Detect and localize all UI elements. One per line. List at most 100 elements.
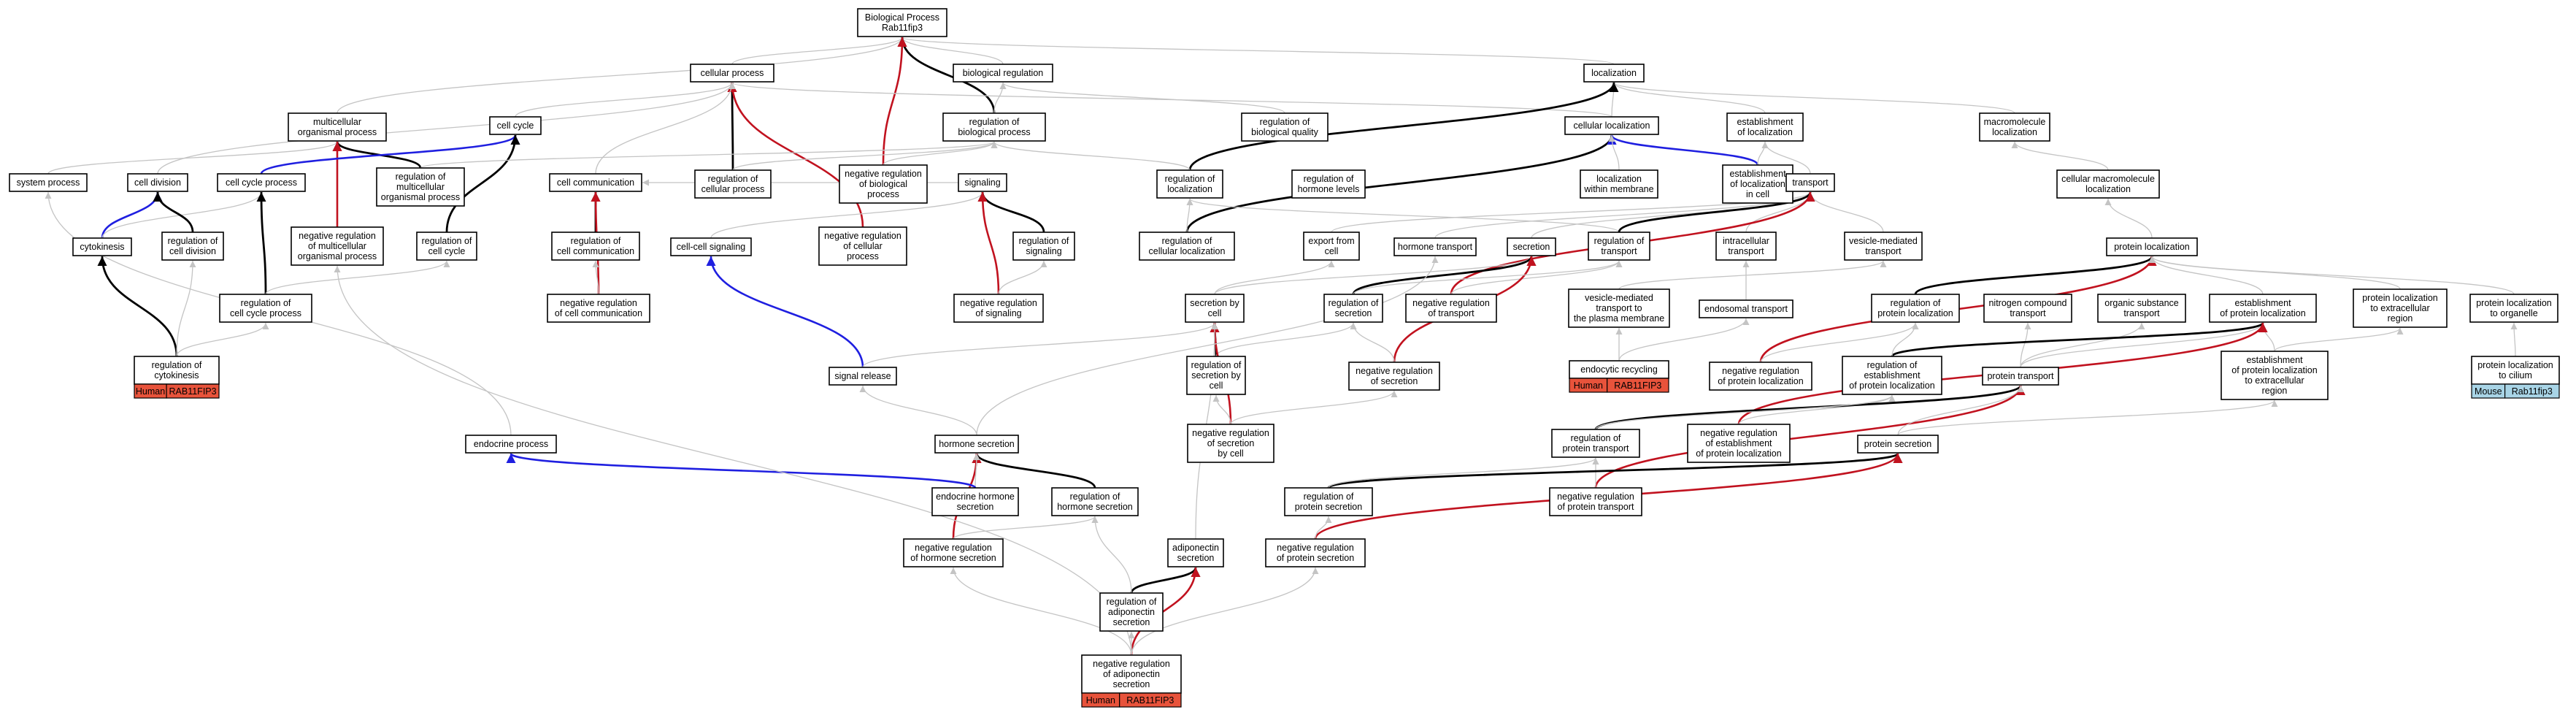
go-term-protein-secretion[interactable]: protein secretion <box>1857 435 1939 454</box>
term-box <box>903 538 1004 567</box>
go-term-cell-communication[interactable]: cell communication <box>549 173 642 192</box>
go-term-hormone-transport[interactable]: hormone transport <box>1393 237 1477 256</box>
term-label-line: cell communication <box>557 177 634 188</box>
go-term-cell-cell-signaling[interactable]: cell-cell signaling <box>670 237 752 256</box>
go-term-biological-regulation[interactable]: biological regulation <box>953 64 1053 83</box>
go-term-cell-cycle-process[interactable]: cell cycle process <box>217 173 306 192</box>
go-term-transport[interactable]: transport <box>1785 173 1835 192</box>
edge-gray <box>1214 260 1335 295</box>
go-term-system-process[interactable]: system process <box>9 173 88 192</box>
go-term-cytokinesis[interactable]: cytokinesis <box>72 237 132 256</box>
term-label-line: transport <box>1792 177 1829 188</box>
go-term-protein-localization[interactable]: protein localization <box>2106 237 2198 256</box>
go-term-hormone-secretion[interactable]: hormone secretion <box>934 435 1019 454</box>
go-term-cell-cycle[interactable]: cell cycle <box>489 116 542 135</box>
go-term-secretion[interactable]: secretion <box>1507 237 1556 256</box>
term-label-line: cell-cell signaling <box>677 242 746 252</box>
term-box <box>1871 294 1960 323</box>
term-label-line: transport <box>2123 308 2160 318</box>
term-label-line: biological process <box>958 127 1030 137</box>
term-label-line: cell division <box>169 246 216 256</box>
edge-gray <box>1897 385 2024 436</box>
go-term-signal-release[interactable]: signal release <box>828 367 897 386</box>
term-box <box>1186 356 1246 395</box>
term-label-line: transport <box>1601 246 1637 256</box>
term-label-line: of secretion <box>1371 376 1418 386</box>
term-label-line: negative regulation <box>1412 298 1490 308</box>
term-box <box>1099 592 1164 632</box>
go-term-cell-division[interactable]: cell division <box>127 173 188 192</box>
edge-gray <box>899 37 1615 65</box>
term-label-line: secretion <box>1177 553 1215 563</box>
go-term-signaling[interactable]: signaling <box>958 173 1007 192</box>
go-term-protein-transport[interactable]: protein transport <box>1982 367 2059 386</box>
go-term-cellular-localization[interactable]: cellular localization <box>1564 116 1659 135</box>
go-term-endosomal-transport[interactable]: endosomal transport <box>1699 299 1793 318</box>
term-box <box>670 237 752 256</box>
edge-gray <box>1131 567 1319 656</box>
go-term-endocrine-process[interactable]: endocrine process <box>465 435 557 454</box>
go-term-localization[interactable]: localization <box>1583 64 1645 83</box>
term-box <box>1393 237 1477 256</box>
go-term-cellular-process[interactable]: cellular process <box>690 64 774 83</box>
